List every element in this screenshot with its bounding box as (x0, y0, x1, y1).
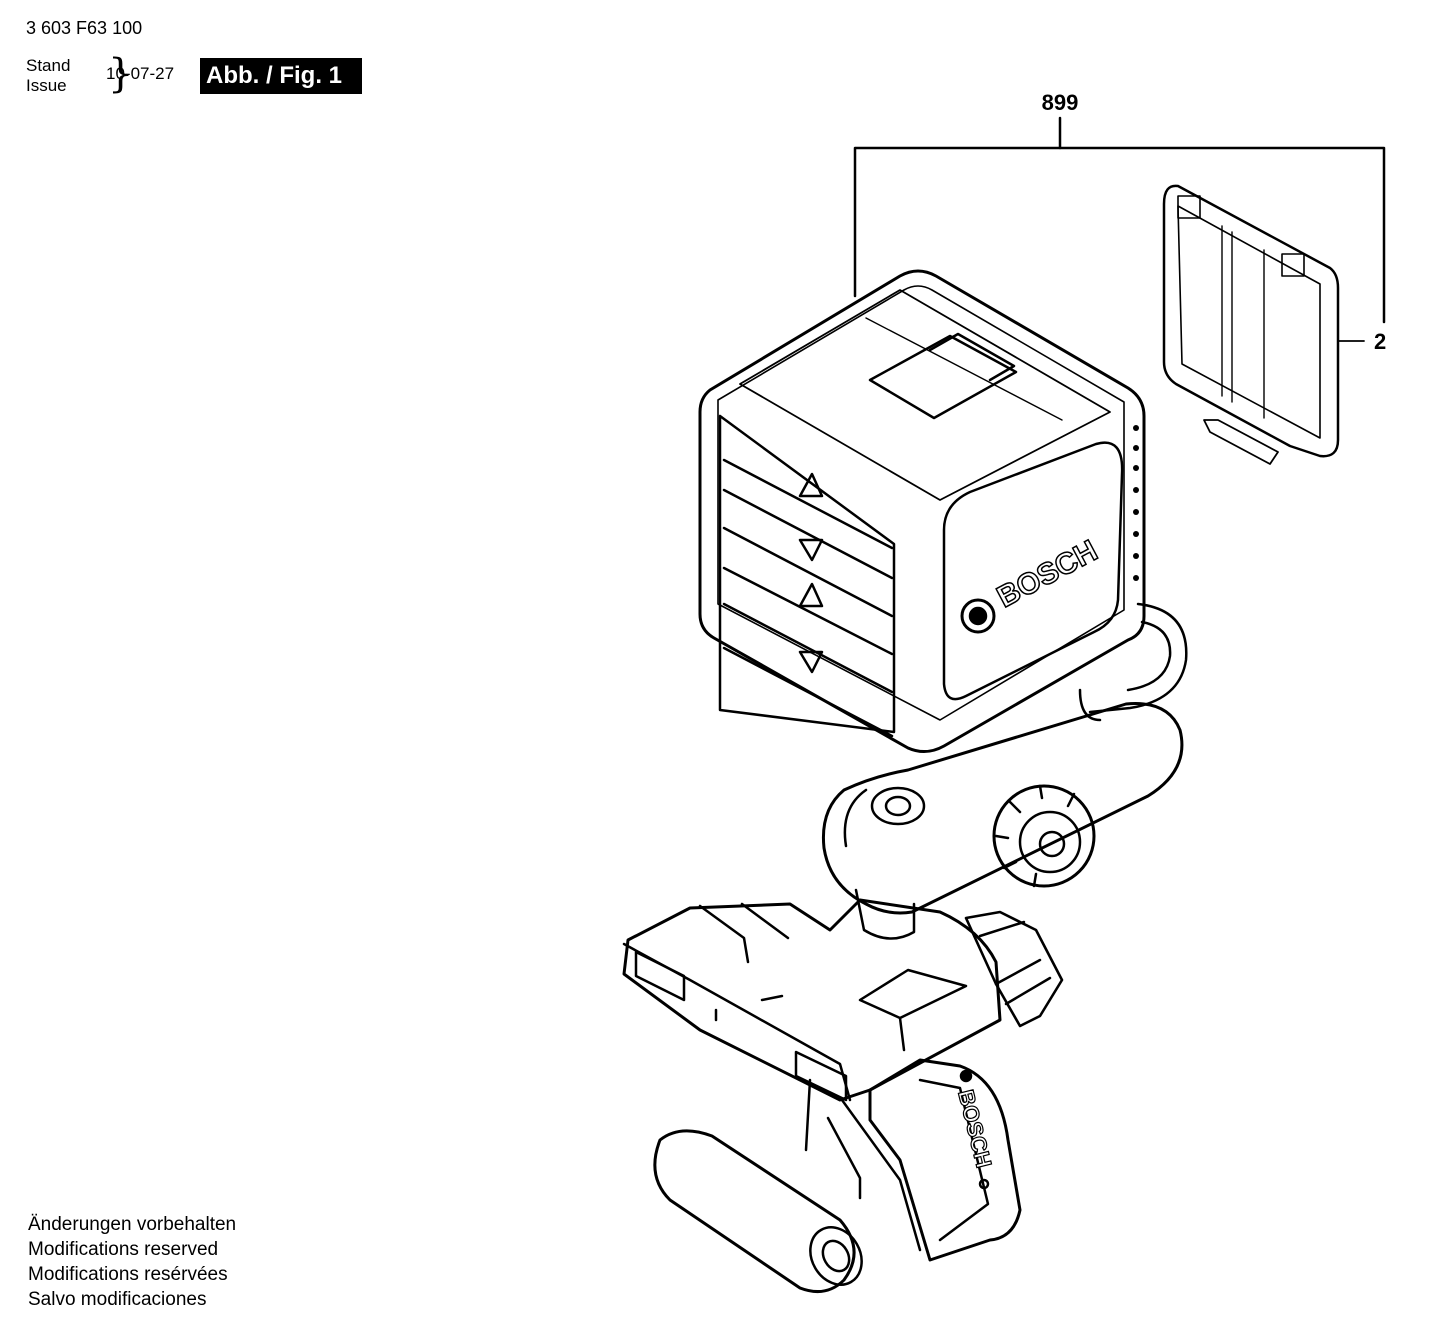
mount-neck (854, 888, 916, 940)
part-number: 3 603 F63 100 (26, 18, 143, 38)
callout-899: 899 (1042, 90, 1079, 115)
brace-icon: } (108, 51, 134, 97)
notice-line-en: Modifications reserved (28, 1239, 219, 1260)
notice-line-de: Änderungen vorbehalten (28, 1214, 237, 1235)
cube-brand-logo: BOSCH (992, 534, 1103, 614)
stand-label: Stand (26, 56, 71, 75)
clamp-brand-logo: BOSCH (953, 1087, 996, 1170)
callout-2: 2 (1374, 329, 1386, 354)
issue-stamp: Stand Issue } 10-07-27 Abb. / Fig. 1 (26, 52, 366, 100)
notice-line-es: Salvo modificaciones (28, 1289, 207, 1310)
modification-notice: Änderungen vorbehalten Modifications res… (28, 1212, 236, 1312)
clamp-mount (622, 898, 1064, 1294)
notice-line-fr: Modifications resérvées (28, 1264, 228, 1285)
battery-cover-part (1162, 184, 1365, 465)
figure-label: Abb. / Fig. 1 (200, 58, 362, 94)
assembly-bracket (853, 116, 1386, 324)
issue-date: 10-07-27 (106, 64, 175, 83)
issue-label: Issue (26, 76, 67, 95)
rotating-base-ring (1078, 602, 1188, 722)
pivot-arm (821, 702, 1184, 915)
stand-issue-labels: Stand Issue (26, 56, 70, 96)
laser-cube-body (698, 269, 1146, 753)
